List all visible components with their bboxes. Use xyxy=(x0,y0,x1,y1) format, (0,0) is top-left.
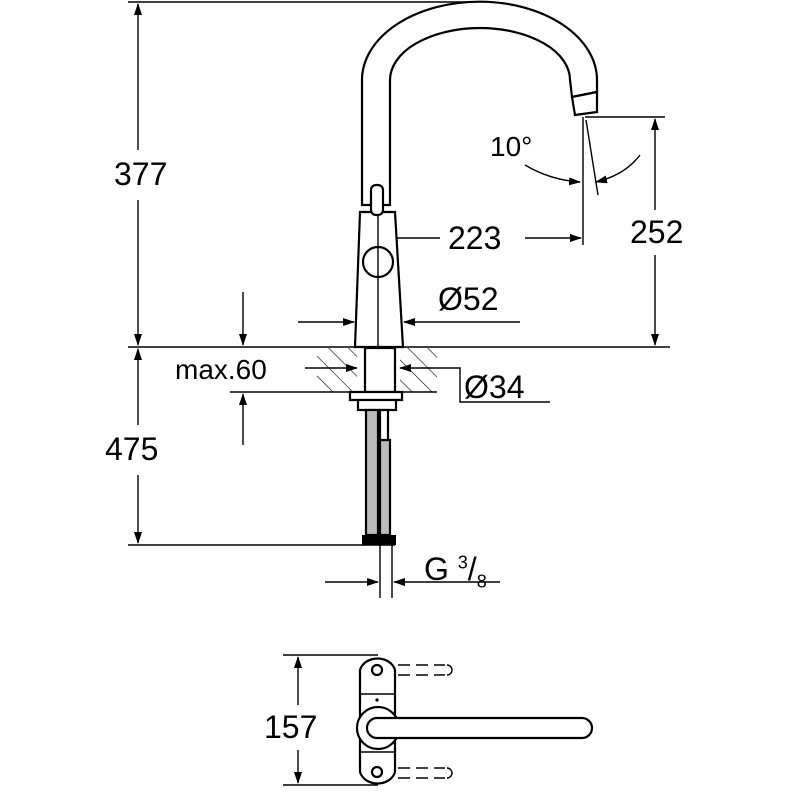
label-counter-thickness: max.60 xyxy=(175,354,267,385)
label-connection-thread: G 3/8 xyxy=(424,551,487,592)
spout xyxy=(360,0,599,207)
dimension-d34 xyxy=(305,364,550,403)
label-swivel-angle: 10° xyxy=(490,131,533,162)
hoses xyxy=(348,346,404,545)
label-plan-width: 157 xyxy=(264,709,318,745)
label-body-diameter: Ø52 xyxy=(438,281,499,317)
plan-view xyxy=(283,654,594,786)
tap-body xyxy=(353,183,405,349)
thread-prefix: G xyxy=(424,551,449,587)
label-total-height: 377 xyxy=(114,156,168,192)
thread-denominator: 8 xyxy=(476,571,487,592)
label-hole-diameter: Ø34 xyxy=(464,369,525,405)
label-hose-length: 475 xyxy=(105,431,159,467)
thread-numerator: 3 xyxy=(457,552,468,573)
angle-10deg xyxy=(524,119,641,196)
dimension-g38 xyxy=(325,545,500,598)
label-spout-reach: 223 xyxy=(448,220,502,256)
label-spout-height: 252 xyxy=(630,214,684,250)
